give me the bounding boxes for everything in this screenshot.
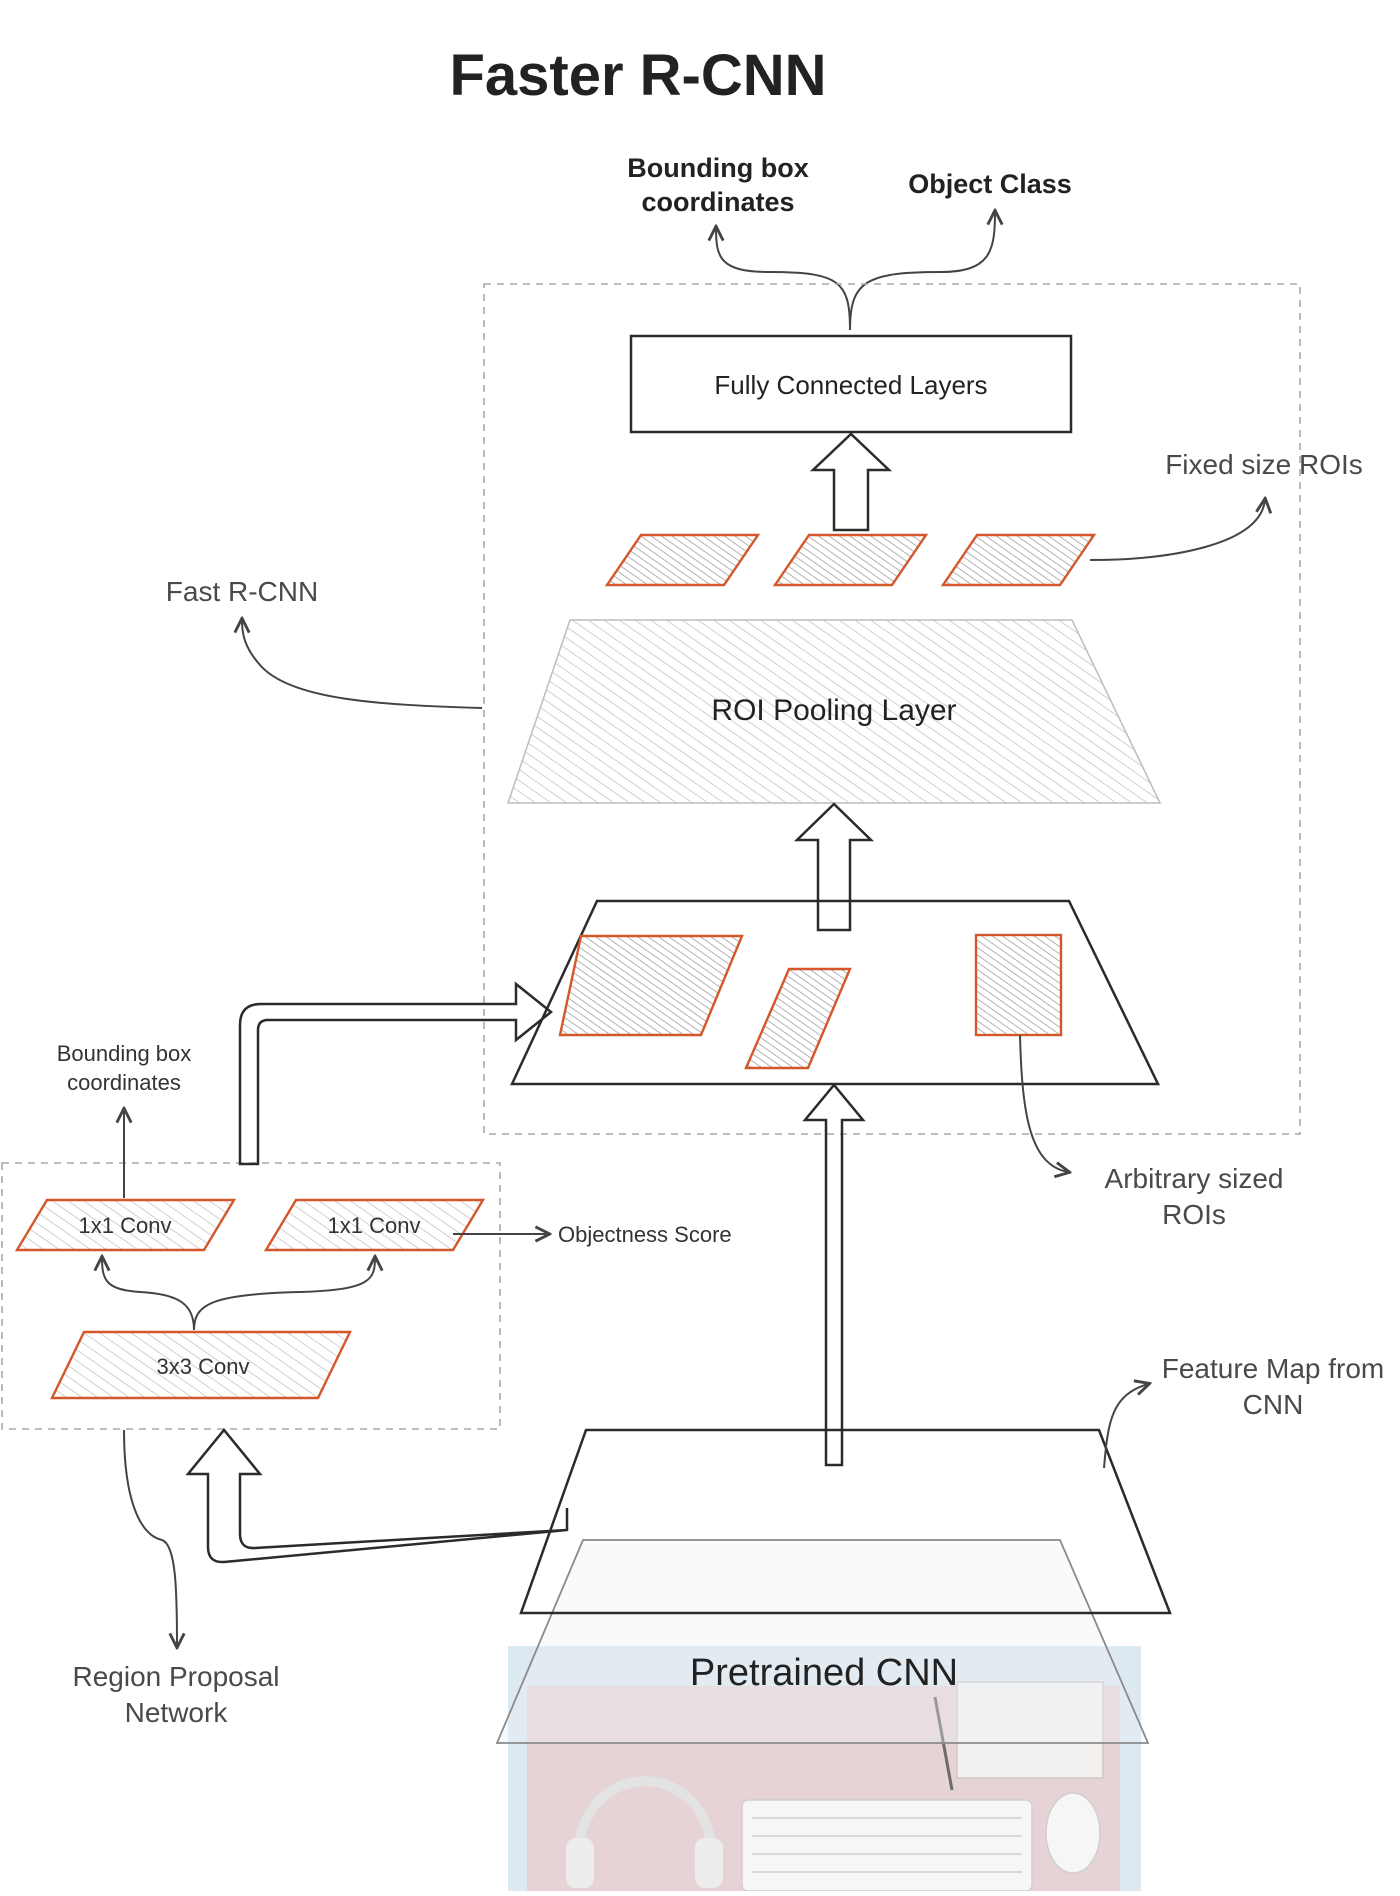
headphone-left-cup <box>566 1838 594 1888</box>
feature-map-label-line1: Feature Map from <box>1162 1353 1385 1384</box>
cnn-overlay-layer <box>497 1540 1148 1743</box>
output-bbox-label-line2: coordinates <box>641 187 794 217</box>
fixed-rois-pointer <box>1090 500 1265 560</box>
fixed-roi-3 <box>943 535 1094 585</box>
bbox-output-arrow <box>716 228 850 330</box>
arbitrary-roi-1 <box>560 936 742 1035</box>
roi-pooling-layer-label: ROI Pooling Layer <box>711 694 956 727</box>
headphone-right-cup <box>695 1838 723 1888</box>
roi-map-to-pooling-arrow <box>797 804 871 930</box>
rpn-bbox-label-line2: coordinates <box>67 1070 181 1095</box>
arbitrary-rois-pointer <box>1020 1035 1068 1172</box>
rpn-label-line2: Network <box>125 1697 229 1728</box>
rpn-bbox-label-line1: Bounding box <box>57 1041 192 1066</box>
feature-map-pointer <box>1104 1384 1148 1468</box>
output-object-class-label: Object Class <box>908 169 1072 199</box>
arbitrary-roi-3 <box>976 935 1061 1035</box>
fixed-size-rois-label: Fixed size ROIs <box>1165 449 1363 480</box>
class-output-arrow <box>850 212 995 330</box>
conv-3x3-label: 3x3 Conv <box>157 1354 250 1379</box>
conv-1x1-left-label: 1x1 Conv <box>79 1213 172 1238</box>
rpn-label-line1: Region Proposal <box>72 1661 279 1692</box>
feature-map-label-line2: CNN <box>1243 1389 1304 1420</box>
conv-1x1-right-label: 1x1 Conv <box>328 1213 421 1238</box>
pretrained-cnn-label: Pretrained CNN <box>690 1652 958 1694</box>
fixed-roi-1 <box>607 535 758 585</box>
mouse-icon <box>1046 1793 1100 1873</box>
keyboard-icon <box>742 1800 1032 1891</box>
rpn-to-roi-map-arrow <box>240 984 551 1164</box>
output-bbox-label-line1: Bounding box <box>627 153 808 183</box>
arbitrary-roi-2 <box>746 969 850 1068</box>
objectness-score-label: Objectness Score <box>558 1222 732 1247</box>
arbitrary-rois-label-line2: ROIs <box>1162 1199 1226 1230</box>
arbitrary-rois-label-line1: Arbitrary sized <box>1105 1163 1284 1194</box>
fast-rcnn-label: Fast R-CNN <box>166 576 318 607</box>
conv-3x3-to-left-arrow <box>102 1258 194 1330</box>
rois-to-fc-arrow <box>813 434 889 530</box>
feature-map-to-roi-map-arrow <box>805 1085 863 1465</box>
rpn-pointer <box>124 1430 177 1646</box>
conv-3x3-to-right-arrow <box>194 1258 375 1330</box>
fixed-roi-2 <box>775 535 926 585</box>
feature-map-to-rpn-arrow <box>188 1430 567 1562</box>
fully-connected-layers-label: Fully Connected Layers <box>714 370 987 400</box>
diagram-title: Faster R-CNN <box>449 43 826 108</box>
fast-rcnn-pointer <box>242 620 482 708</box>
